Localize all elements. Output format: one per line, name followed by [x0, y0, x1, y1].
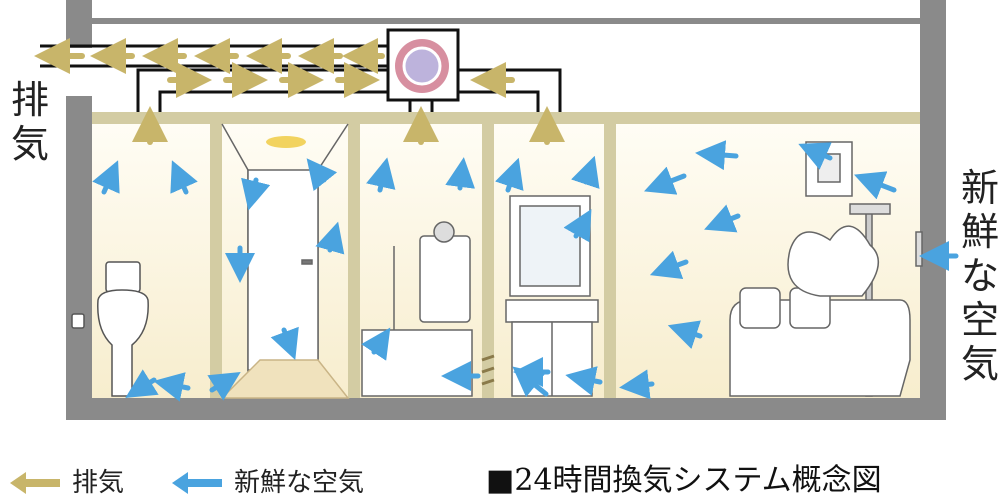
legend-exhaust-label: 排気	[72, 468, 125, 498]
fresh-air-label: 新鮮な空気	[960, 166, 999, 386]
exhaust-label: 排気	[10, 78, 49, 166]
partition-1	[210, 124, 222, 398]
supply-duct-inner	[158, 90, 396, 112]
fresh-air-arrows	[92, 140, 959, 402]
fresh-air-arrow	[643, 166, 687, 195]
diagram-title: ■24時間換気システム概念図	[486, 464, 882, 498]
fresh-air-arrow	[619, 369, 655, 400]
fresh-air-arrow	[361, 327, 391, 361]
fresh-air-arrow	[153, 372, 191, 402]
legend-fresh-air-icon	[172, 472, 222, 494]
fresh-air-arrow	[571, 155, 600, 189]
legend-exhaust-icon	[10, 472, 60, 494]
duct-right-bottom	[458, 90, 540, 112]
partition-4	[604, 124, 616, 398]
right-wall	[920, 0, 946, 420]
fresh-air-arrow	[270, 326, 299, 361]
floor-lamp-shade	[849, 203, 891, 215]
fresh-air-arrow	[306, 158, 338, 192]
fresh-air-arrow	[495, 157, 524, 193]
floor-slab	[66, 398, 946, 420]
fresh-air-arrow	[315, 221, 345, 255]
wall-vent	[915, 231, 923, 267]
fan-core	[402, 46, 442, 86]
ceiling-beam	[92, 112, 920, 124]
fresh-air-arrow	[125, 369, 159, 398]
plant	[787, 225, 880, 297]
legend-fresh-air-label: 新鮮な空気	[234, 468, 365, 498]
fresh-air-arrow	[649, 250, 689, 279]
title-text: 24時間換気システム概念図	[514, 463, 882, 498]
fresh-air-arrow	[241, 177, 271, 211]
fan-unit	[386, 28, 460, 102]
roof-line	[92, 18, 920, 24]
fresh-air-arrow	[798, 142, 833, 170]
partition-3	[482, 124, 494, 398]
left-wall-upper	[66, 0, 92, 48]
ventilation-diagram-svg	[34, 0, 959, 420]
toilet	[71, 261, 149, 397]
left-wall-lower	[66, 96, 92, 420]
fresh-air-arrow	[92, 160, 120, 195]
title-square: ■	[486, 463, 515, 498]
vent-slat	[481, 354, 495, 386]
fresh-air-arrow	[445, 157, 476, 191]
fresh-air-arrow	[207, 372, 241, 401]
exhaust-arrows	[34, 38, 565, 145]
partition-2	[348, 124, 360, 398]
hallway-floor	[220, 359, 350, 399]
living-room-furniture	[729, 141, 923, 397]
fresh-air-arrow	[565, 366, 603, 396]
fresh-air-arrow	[366, 157, 396, 193]
ceiling-light	[266, 136, 306, 148]
fresh-air-arrow	[170, 160, 198, 195]
fresh-air-arrow	[704, 204, 741, 233]
cushion-1	[739, 287, 781, 329]
fresh-air-arrow	[667, 320, 703, 349]
fresh-air-arrow	[853, 171, 897, 200]
fresh-air-arrow	[695, 140, 739, 171]
door	[247, 169, 319, 371]
fresh-air-arrow	[563, 208, 592, 243]
